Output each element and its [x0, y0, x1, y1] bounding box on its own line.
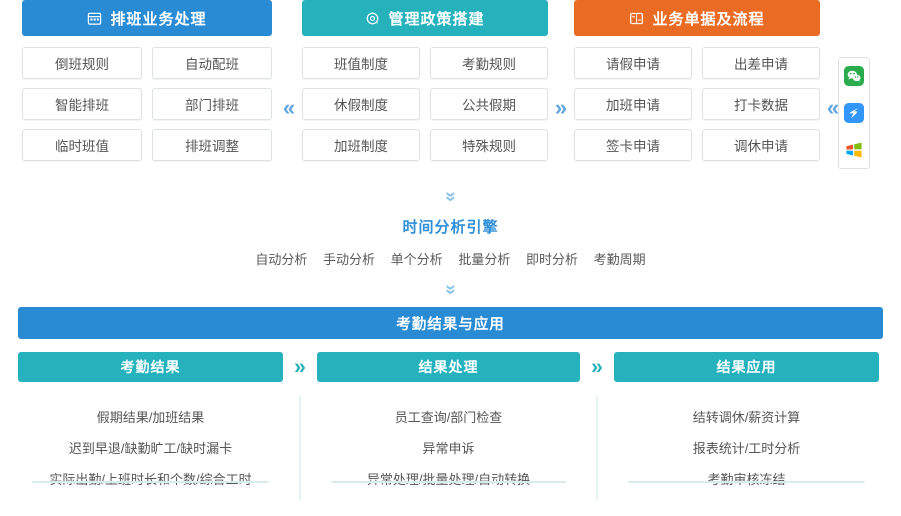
document-flow-icon — [629, 11, 644, 26]
results-banner-label: 考勤结果与应用 — [396, 316, 505, 333]
engine-tag: 自动分析 — [255, 252, 308, 267]
engine-tag: 批量分析 — [458, 252, 511, 267]
chevron-left-icon: « — [282, 95, 296, 120]
result-line: 报表统计/工时分析 — [692, 441, 801, 456]
engine-tag: 手动分析 — [323, 252, 376, 267]
cell-button[interactable]: 临时班值 — [22, 129, 142, 161]
chevron-right-icon: » — [294, 355, 306, 379]
bottom-column-header-processing: 结果处理 — [317, 352, 580, 382]
cell-button[interactable]: 打卡数据 — [702, 88, 820, 120]
cell-button[interactable]: 考勤规则 — [430, 47, 548, 79]
column-policy: 管理政策搭建 班值制度 考勤规则 休假制度 公共假期 加班制度 特殊规则 — [302, 0, 548, 161]
bottom-column-body-application: 结转调休/薪资计算 报表统计/工时分析 考勤审核冻结 — [614, 402, 879, 495]
integration-app-strip — [838, 57, 870, 169]
bottom-column-results: 考勤结果 假期结果/加班结果 迟到早退/缺勤旷工/缺时漏卡 实际出勤/上班时长和… — [18, 352, 283, 495]
engine-title: 时间分析引擎 — [402, 219, 499, 236]
result-line: 异常处理/批量处理/自动转换 — [366, 472, 531, 487]
bottom-column-header-results: 考勤结果 — [18, 352, 283, 382]
results-banner: 考勤结果与应用 — [18, 307, 883, 339]
cell-button[interactable]: 部门排班 — [152, 88, 272, 120]
column-underline — [628, 481, 865, 483]
cell-grid-scheduling: 倒班规则 自动配班 智能排班 部门排班 临时班值 排班调整 — [22, 47, 272, 161]
cell-button[interactable]: 智能排班 — [22, 88, 142, 120]
bottom-separator-2: » — [580, 352, 614, 516]
bottom-section: 考勤结果 假期结果/加班结果 迟到早退/缺勤旷工/缺时漏卡 实际出勤/上班时长和… — [0, 352, 901, 516]
cell-button[interactable]: 签卡申请 — [574, 129, 692, 161]
result-line: 假期结果/加班结果 — [96, 410, 205, 425]
result-line: 结转调休/薪资计算 — [692, 410, 801, 425]
wechat-icon[interactable] — [844, 66, 864, 87]
column-documents: 业务单据及流程 请假申请 出差申请 加班申请 打卡数据 签卡申请 调休申请 — [574, 0, 820, 161]
chevron-down-icon-top: » — [439, 191, 461, 200]
bottom-separator-1: » — [283, 352, 317, 516]
cell-grid-documents: 请假申请 出差申请 加班申请 打卡数据 签卡申请 调休申请 — [574, 47, 820, 161]
column-header-policy: 管理政策搭建 — [302, 0, 548, 36]
result-line: 实际出勤/上班时长和个数/综合工时 — [49, 472, 252, 487]
bottom-column-application: 结果应用 结转调休/薪资计算 报表统计/工时分析 考勤审核冻结 — [614, 352, 879, 495]
separator-arrow-2: » — [548, 0, 574, 182]
engine-tag-list: 自动分析 手动分析 单个分析 批量分析 即时分析 考勤周期 — [0, 249, 901, 268]
bottom-column-body-processing: 员工查询/部门检查 异常申诉 异常处理/批量处理/自动转换 — [317, 402, 580, 495]
top-section: 排班业务处理 倒班规则 自动配班 智能排班 部门排班 临时班值 排班调整 « 管… — [0, 0, 901, 182]
column-underline — [32, 481, 269, 483]
column-header-scheduling: 排班业务处理 — [22, 0, 272, 36]
analysis-engine-section: » 时间分析引擎 自动分析 手动分析 单个分析 批量分析 即时分析 考勤周期 » — [0, 186, 901, 294]
column-title: 业务单据及流程 — [652, 10, 765, 28]
result-line: 员工查询/部门检查 — [394, 410, 503, 425]
divider-line — [299, 396, 301, 500]
chevron-right-icon: » — [554, 95, 568, 120]
bottom-column-body-results: 假期结果/加班结果 迟到早退/缺勤旷工/缺时漏卡 实际出勤/上班时长和个数/综合… — [18, 402, 283, 495]
cell-button[interactable]: 请假申请 — [574, 47, 692, 79]
cell-button[interactable]: 调休申请 — [702, 129, 820, 161]
policy-gear-icon — [365, 11, 380, 26]
result-line: 迟到早退/缺勤旷工/缺时漏卡 — [68, 441, 233, 456]
separator-arrow-3: « — [820, 0, 846, 182]
dingtalk-icon[interactable] — [844, 102, 864, 123]
cell-button[interactable]: 加班申请 — [574, 88, 692, 120]
bottom-column-title: 结果处理 — [418, 359, 479, 375]
bottom-column-title: 考勤结果 — [120, 359, 181, 375]
cell-button[interactable]: 排班调整 — [152, 129, 272, 161]
engine-tag: 考勤周期 — [593, 252, 646, 267]
column-header-documents: 业务单据及流程 — [574, 0, 820, 36]
calendar-icon — [87, 11, 102, 26]
column-title: 排班业务处理 — [110, 10, 207, 28]
column-scheduling: 排班业务处理 倒班规则 自动配班 智能排班 部门排班 临时班值 排班调整 — [22, 0, 272, 161]
engine-tag: 单个分析 — [390, 252, 443, 267]
divider-line — [596, 396, 598, 500]
windows-icon[interactable] — [844, 140, 864, 160]
bottom-column-processing: 结果处理 员工查询/部门检查 异常申诉 异常处理/批量处理/自动转换 — [317, 352, 580, 495]
column-title: 管理政策搭建 — [388, 10, 485, 28]
column-underline — [331, 481, 566, 483]
chevron-left-icon: « — [826, 95, 840, 120]
cell-grid-policy: 班值制度 考勤规则 休假制度 公共假期 加班制度 特殊规则 — [302, 47, 548, 161]
cell-button[interactable]: 班值制度 — [302, 47, 420, 79]
engine-tag: 即时分析 — [525, 252, 578, 267]
result-line: 考勤审核冻结 — [707, 472, 786, 487]
chevron-down-icon-bottom: » — [439, 284, 461, 293]
cell-button[interactable]: 特殊规则 — [430, 129, 548, 161]
cell-button[interactable]: 公共假期 — [430, 88, 548, 120]
chevron-right-icon: » — [591, 355, 603, 379]
bottom-column-title: 结果应用 — [716, 359, 777, 375]
separator-arrow-1: « — [276, 0, 302, 182]
cell-button[interactable]: 自动配班 — [152, 47, 272, 79]
cell-button[interactable]: 出差申请 — [702, 47, 820, 79]
cell-button[interactable]: 倒班规则 — [22, 47, 142, 79]
bottom-column-header-application: 结果应用 — [614, 352, 879, 382]
cell-button[interactable]: 休假制度 — [302, 88, 420, 120]
result-line: 异常申诉 — [422, 441, 475, 456]
cell-button[interactable]: 加班制度 — [302, 129, 420, 161]
